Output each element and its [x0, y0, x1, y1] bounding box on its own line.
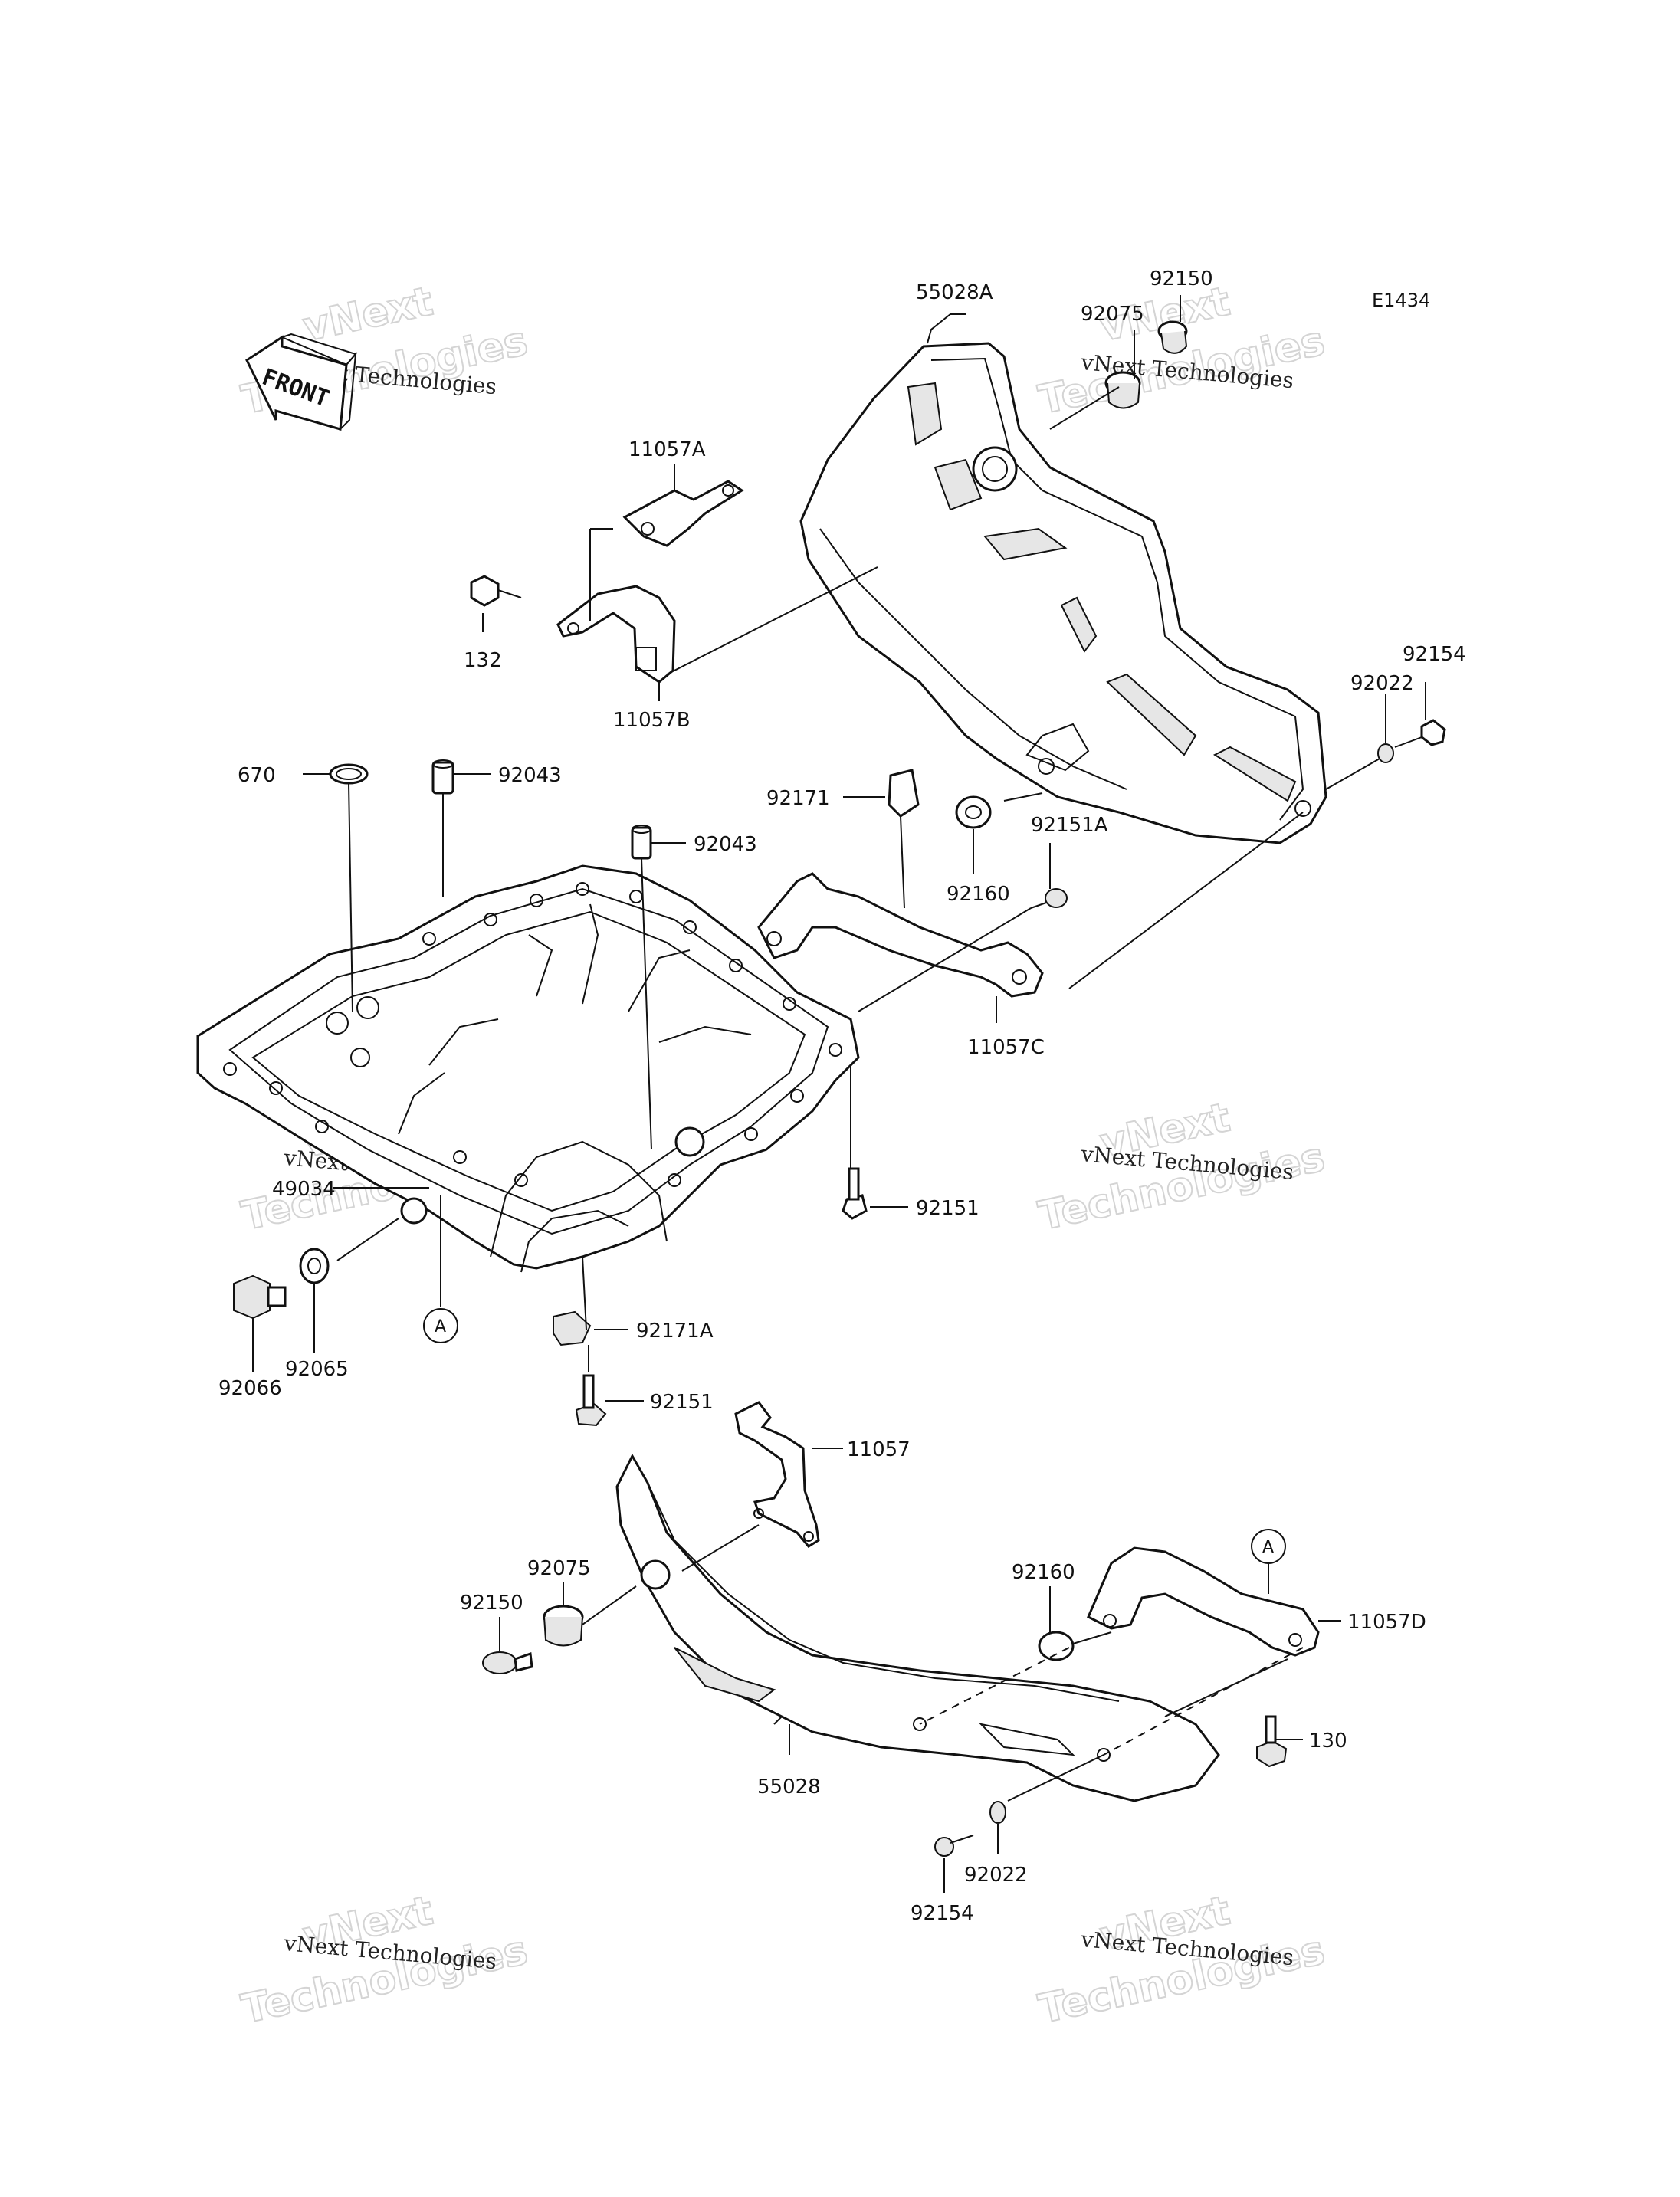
- label-92075-top: 92075: [1081, 303, 1144, 326]
- bolt-92151A: [1030, 888, 1068, 909]
- upper-cover-55028A: [799, 342, 1327, 844]
- label-55028A: 55028A: [916, 281, 993, 304]
- bolt-92154-top: [1394, 719, 1446, 748]
- label-92151-b: 92151: [650, 1391, 714, 1414]
- grommet-92160-bottom: [1038, 1631, 1075, 1661]
- drain-plug-92066: [233, 1274, 287, 1320]
- label-92154-top: 92154: [1403, 643, 1466, 666]
- clamp-92171A: [553, 1310, 592, 1346]
- bracket-11057B: [556, 585, 676, 684]
- bracket-11057A: [622, 480, 744, 547]
- label-11057: 11057: [847, 1438, 911, 1461]
- label-92160-bottom: 92160: [1012, 1561, 1075, 1584]
- watermark-mid-right: vNext Technologies vNext Technologies: [1034, 1094, 1329, 1240]
- part-number-labels: 55028A 92150 92075 11057A 132 11057B 921…: [218, 267, 1466, 1925]
- label-92151-a: 92151: [916, 1197, 979, 1220]
- reference-marker-a-upper: A: [423, 1308, 458, 1343]
- watermark-bottom-left: vNext Technologies vNext Technologies: [237, 1887, 532, 2033]
- washer-92065: [299, 1248, 330, 1284]
- bolt-92151-a: [842, 1167, 868, 1220]
- clamp-92171: [888, 769, 920, 818]
- dowel-92043-a: [431, 759, 454, 795]
- lower-cover-55028: [615, 1453, 1220, 1802]
- o-ring-670: [329, 763, 369, 785]
- bolt-130: [1256, 1715, 1288, 1768]
- label-670: 670: [238, 764, 276, 787]
- watermark-bottom-right: vNext Technologies vNext Technologies: [1034, 1887, 1329, 2033]
- svg-text:A: A: [435, 1317, 446, 1336]
- label-92065: 92065: [285, 1358, 349, 1381]
- label-11057B: 11057B: [613, 709, 691, 732]
- oil-pan-assembly: [196, 864, 860, 1273]
- bracket-11057D: [1087, 1546, 1320, 1657]
- svg-text:A: A: [1262, 1538, 1274, 1557]
- bolt-92150-bottom: [482, 1651, 533, 1674]
- bracket-11057C: [757, 872, 1044, 998]
- label-55028: 55028: [757, 1776, 821, 1799]
- label-132: 132: [464, 649, 502, 672]
- label-11057A: 11057A: [628, 438, 706, 461]
- washer-92022-top: [1377, 743, 1394, 763]
- label-92022-top: 92022: [1350, 672, 1414, 695]
- grommet-92160-top: [955, 795, 992, 829]
- label-92043-b: 92043: [694, 833, 757, 856]
- label-92066: 92066: [218, 1377, 282, 1400]
- label-92151A: 92151A: [1031, 814, 1108, 837]
- grommet-92075-bottom: [543, 1605, 584, 1647]
- label-92150-top: 92150: [1150, 267, 1213, 290]
- label-49034: 49034: [272, 1178, 336, 1201]
- label-11057C: 11057C: [967, 1036, 1045, 1059]
- bracket-11057: [734, 1401, 820, 1548]
- bolt-92154-bottom: [934, 1835, 974, 1857]
- dowel-92043-b: [631, 825, 652, 860]
- bolt-92151-b: [575, 1374, 607, 1427]
- label-92022-bottom: 92022: [964, 1864, 1028, 1887]
- label-11057D: 11057D: [1347, 1611, 1426, 1634]
- diagram-code: E1434: [1372, 290, 1430, 311]
- label-92075-bottom: 92075: [527, 1557, 591, 1580]
- label-130: 130: [1309, 1730, 1347, 1753]
- bolt-92150-top: [1157, 320, 1188, 354]
- washer-92022-bottom: [989, 1801, 1006, 1824]
- front-direction-arrow-icon: FRONT: [245, 333, 357, 431]
- label-92171: 92171: [766, 787, 830, 810]
- leader-lines: [252, 295, 1426, 1893]
- bolt-132: [470, 575, 522, 607]
- label-92150-bottom: 92150: [460, 1592, 523, 1615]
- label-92154-bottom: 92154: [911, 1902, 974, 1925]
- label-92160-top: 92160: [947, 883, 1010, 906]
- reference-marker-a-lower: A: [1251, 1529, 1286, 1564]
- label-92043-a: 92043: [498, 764, 562, 787]
- label-92171A: 92171A: [636, 1320, 714, 1343]
